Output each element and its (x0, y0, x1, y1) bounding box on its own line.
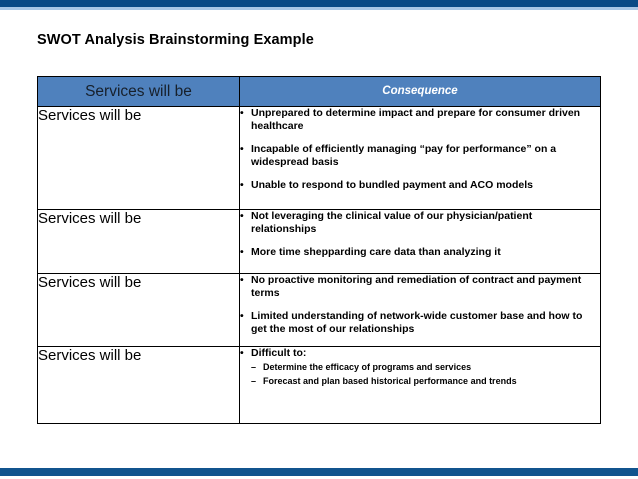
bullet-list: • Unprepared to determine impact and pre… (240, 107, 600, 192)
table-row: Services will be • Difficult to: – Deter… (37, 346, 601, 424)
list-item-text: No proactive monitoring and remediation … (251, 274, 582, 300)
list-item: • More time shepparding care data than a… (240, 246, 600, 259)
table-body: Services will be • Unprepared to determi… (37, 106, 601, 424)
bullet-marker-icon: • (240, 309, 244, 322)
table-header-row: Services will be Consequence (37, 76, 601, 107)
row-label-cell: Services will be (37, 273, 240, 347)
row-consequence-cell: • Difficult to: – Determine the efficacy… (239, 346, 601, 424)
row-label-cell: Services will be (37, 346, 240, 424)
list-item: • Unprepared to determine impact and pre… (240, 107, 600, 134)
row-consequence-cell: • Not leveraging the clinical value of o… (239, 209, 601, 274)
list-item: • Incapable of efficiently managing “pay… (240, 143, 600, 170)
bullet-marker-icon: • (240, 142, 244, 155)
bottom-decorative-band (0, 468, 638, 476)
list-item-text: More time shepparding care data than ana… (251, 245, 501, 258)
table-row: Services will be • No proactive monitori… (37, 273, 601, 347)
sub-list-item: – Determine the efficacy of programs and… (251, 362, 600, 374)
row-label-cell: Services will be (37, 209, 240, 274)
bullet-list: • Not leveraging the clinical value of o… (240, 210, 600, 259)
row-consequence-cell: • Unprepared to determine impact and pre… (239, 106, 601, 210)
sub-list-item-text: Forecast and plan based historical perfo… (263, 376, 517, 387)
bullet-marker-icon: • (240, 210, 244, 222)
bullet-list: • No proactive monitoring and remediatio… (240, 274, 600, 337)
bottom-decorative-band-accent (0, 476, 638, 479)
list-item: • Unable to respond to bundled payment a… (240, 179, 600, 192)
table-row: Services will be • Unprepared to determi… (37, 106, 601, 210)
list-item-text: Not leveraging the clinical value of our… (251, 210, 533, 236)
bullet-marker-icon: • (240, 245, 244, 258)
top-decorative-band-accent (0, 7, 638, 10)
list-item: • No proactive monitoring and remediatio… (240, 274, 600, 301)
table-header-cell-right: Consequence (239, 76, 601, 107)
row-consequence-cell: • No proactive monitoring and remediatio… (239, 273, 601, 347)
list-item: • Not leveraging the clinical value of o… (240, 210, 600, 237)
bullet-list: • Difficult to: – Determine the efficacy… (240, 347, 600, 388)
sub-bullet-list: – Determine the efficacy of programs and… (251, 362, 600, 388)
list-item: • Difficult to: – Determine the efficacy… (240, 347, 600, 388)
sub-list-item-text: Determine the efficacy of programs and s… (263, 362, 472, 373)
bullet-marker-icon: • (240, 274, 244, 286)
sub-list-item: – Forecast and plan based historical per… (251, 376, 600, 388)
swot-table: Services will be Consequence Services wi… (37, 76, 601, 424)
list-item-text: Unable to respond to bundled payment and… (251, 178, 533, 191)
list-item-text: Difficult to: (251, 347, 307, 359)
list-item-text: Limited understanding of network-wide cu… (251, 309, 583, 336)
list-item: • Limited understanding of network-wide … (240, 310, 600, 337)
top-decorative-band (0, 0, 638, 7)
table-row: Services will be • Not leveraging the cl… (37, 209, 601, 274)
list-item-text: Incapable of efficiently managing “pay f… (251, 142, 557, 169)
dash-marker-icon: – (251, 376, 257, 387)
bullet-marker-icon: • (240, 178, 244, 191)
dash-marker-icon: – (251, 362, 257, 373)
bullet-marker-icon: • (240, 107, 244, 119)
list-item-text: Unprepared to determine impact and prepa… (251, 107, 581, 133)
table-header-cell-left: Services will be (37, 76, 240, 107)
bullet-marker-icon: • (240, 347, 244, 359)
row-label-cell: Services will be (37, 106, 240, 210)
table-header: Services will be Consequence (37, 76, 601, 107)
page-title: SWOT Analysis Brainstorming Example (37, 32, 314, 48)
